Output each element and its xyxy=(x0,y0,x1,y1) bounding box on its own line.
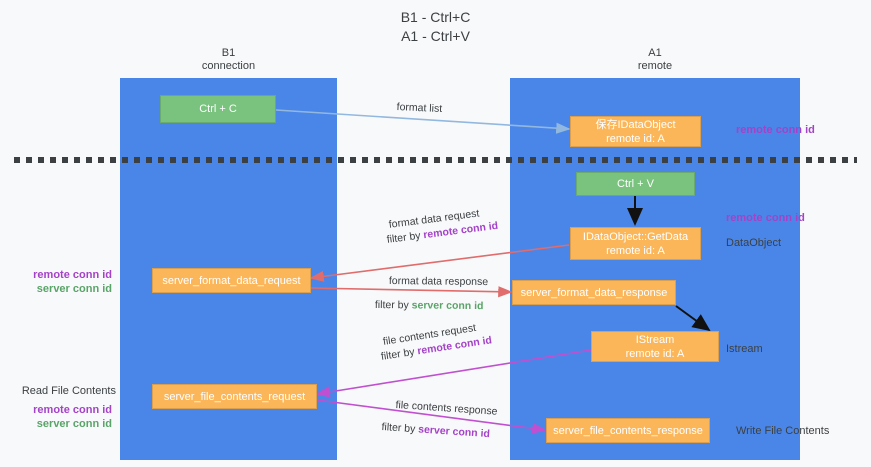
filter-key-server-conn-id: server conn id xyxy=(411,299,484,313)
edge-label-format-data-response-text: format data response xyxy=(388,274,489,289)
node-save-idataobject[interactable]: 保存IDataObject remote id: A xyxy=(570,116,701,147)
edge-label-format-list-text: format list xyxy=(396,100,443,116)
left-label-server-conn-id-2: server conn id xyxy=(36,418,112,430)
edge-label-file-contents-response-filter: filter by server conn id xyxy=(381,420,490,441)
filter-prefix: filter by xyxy=(380,345,419,363)
right-label-remote-conn-id-top: remote conn id xyxy=(736,124,815,136)
node-idataobject-getdata[interactable]: IDataObject::GetData remote id: A xyxy=(570,227,701,260)
node-server-format-data-response[interactable]: server_format_data_response xyxy=(512,280,676,305)
filter-prefix: filter by xyxy=(381,420,419,436)
left-label-remote-conn-id: remote conn id xyxy=(33,269,112,281)
edge-label-format-data-response: format data response xyxy=(389,274,488,289)
node-ctrl-c[interactable]: Ctrl + C xyxy=(160,95,276,123)
filter-prefix: filter by xyxy=(386,229,425,246)
column-header-b1: B1 connection xyxy=(201,47,256,72)
edge-label-file-contents-response: file contents response xyxy=(395,398,498,419)
edge-label-format-data-response-filter: filter by server conn id xyxy=(375,298,484,313)
node-server-format-data-request[interactable]: server_format_data_request xyxy=(152,268,311,293)
filter-prefix: filter by xyxy=(374,298,412,312)
node-server-file-contents-response[interactable]: server_file_contents_response xyxy=(546,418,710,443)
filter-key-server-conn-id: server conn id xyxy=(417,423,491,441)
right-label-dataobject: DataObject xyxy=(726,237,782,249)
left-label-read-file-contents: Read File Contents xyxy=(21,385,116,397)
node-ctrl-v[interactable]: Ctrl + V xyxy=(576,172,695,196)
edge-label-format-list: format list xyxy=(396,100,442,116)
phase-divider xyxy=(14,157,857,163)
node-istream[interactable]: IStream remote id: A xyxy=(591,331,719,362)
right-label-write-file-contents: Write File Contents xyxy=(736,425,830,437)
right-label-istream: Istream xyxy=(726,343,763,355)
left-label-server-conn-id: server conn id xyxy=(36,283,112,295)
page-title: B1 - Ctrl+C A1 - Ctrl+V xyxy=(400,9,471,44)
column-header-a1: A1 remote xyxy=(637,47,673,72)
edge-label-file-contents-response-text: file contents response xyxy=(395,398,498,418)
node-server-file-contents-request[interactable]: server_file_contents_request xyxy=(152,384,317,409)
right-label-remote-conn-id-mid: remote conn id xyxy=(726,212,805,224)
left-label-remote-conn-id-2: remote conn id xyxy=(33,404,112,416)
